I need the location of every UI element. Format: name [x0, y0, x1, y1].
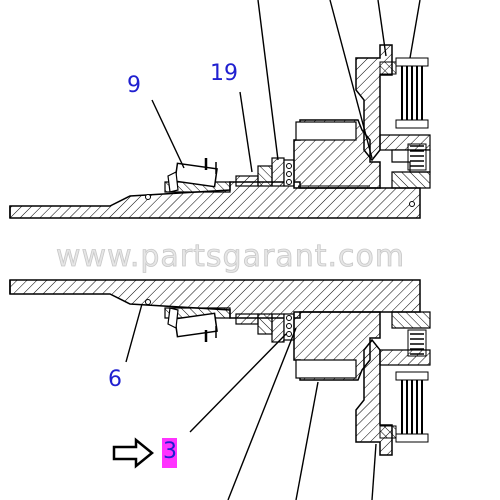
leader-bottom-2 — [295, 381, 319, 500]
leader-19 — [239, 91, 253, 173]
leader-top-2 — [329, 0, 373, 159]
pointer-arrow-icon — [112, 437, 154, 469]
highlight-box — [162, 438, 177, 468]
leader-top-1 — [257, 0, 279, 161]
upper-gear — [235, 119, 381, 189]
watermark-text: www.partsgarant.com — [56, 239, 405, 274]
leader-top-4 — [409, 0, 421, 59]
highlighted-part-3[interactable]: 3 — [112, 437, 177, 469]
lower-clutch-discs — [395, 371, 429, 443]
callout-19: 19 — [210, 61, 238, 86]
callout-6: 6 — [108, 367, 122, 392]
lower-gear — [235, 311, 381, 381]
upper-spring — [407, 143, 427, 171]
leader-3 — [189, 333, 287, 433]
leader-bottom-3 — [371, 443, 377, 500]
callout-9: 9 — [127, 73, 141, 98]
upper-bearing — [164, 158, 231, 193]
upper-clutch-discs — [395, 57, 429, 129]
leader-top-3 — [377, 0, 387, 57]
leader-bottom-1 — [227, 327, 297, 500]
leader-9 — [151, 99, 185, 169]
leader-6 — [125, 303, 143, 363]
lower-bearing — [164, 307, 231, 342]
lower-housing — [355, 311, 431, 456]
leader-lines — [125, 0, 421, 500]
callout-3: 3 — [163, 439, 177, 464]
